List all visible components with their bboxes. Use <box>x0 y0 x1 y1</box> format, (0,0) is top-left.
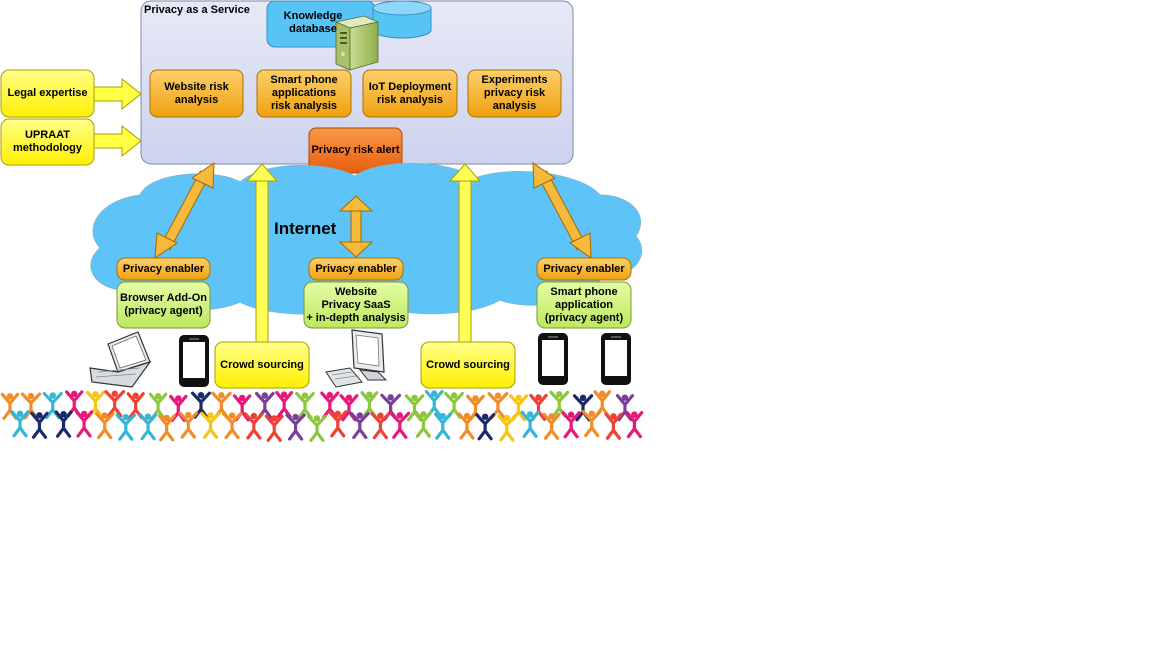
person-figure <box>615 394 634 422</box>
crowd-sourcing-arrow-left <box>245 163 279 343</box>
right-double-arrow <box>532 162 592 260</box>
person-figure <box>414 410 433 438</box>
person-figure <box>433 412 452 440</box>
crowd-sourcing-left-label: Crowd sourcing <box>220 358 304 371</box>
person-figure <box>306 414 328 443</box>
desktop-computer-icon <box>325 329 388 388</box>
person-figure <box>254 391 275 420</box>
crowd-sourcing-arrow-right <box>448 163 482 343</box>
person-figure <box>232 394 252 422</box>
privacy-enabler-left-label: Privacy enabler <box>122 262 205 275</box>
person-figure <box>389 411 411 439</box>
person-figure <box>593 390 612 418</box>
privacy-risk-alert-label: Privacy risk alert <box>311 144 400 156</box>
person-figure <box>497 414 517 442</box>
privacy-risk-alert-box <box>308 127 403 174</box>
person-figure <box>115 413 137 441</box>
person-figure <box>148 392 168 420</box>
smartphone-application-box <box>536 281 632 329</box>
crowd-sourcing-right-box <box>420 341 516 389</box>
person-figure <box>243 412 264 440</box>
browser-addon-box <box>116 281 211 329</box>
person-figure <box>285 413 306 441</box>
person-figure <box>178 411 199 439</box>
person-figure <box>457 412 477 440</box>
person-figure <box>520 410 540 438</box>
person-figure <box>561 411 581 439</box>
person-figure <box>604 412 623 440</box>
privacy-enabler-right-box <box>536 257 632 281</box>
person-figure <box>487 392 509 420</box>
person-figure <box>221 412 243 440</box>
person-figure <box>138 413 158 441</box>
smartphone-application-label: Smart phone application (privacy agent) <box>544 285 624 324</box>
person-figure <box>320 391 340 419</box>
website-privacy-saas-label: Website Privacy SaaS + in-depth analysis <box>306 285 406 324</box>
person-figure <box>275 391 294 419</box>
person-figure <box>157 414 176 442</box>
crowd-of-people <box>0 390 644 443</box>
website-risk-analysis-box <box>149 69 244 118</box>
upraat-methodology-label: UPRAAT methodology <box>12 129 83 154</box>
person-figure <box>370 412 391 440</box>
paas-title: Privacy as a Service <box>144 4 250 16</box>
person-figure <box>581 410 602 438</box>
person-figure <box>625 411 644 439</box>
database-cylinder-icon <box>372 0 432 39</box>
internet-label: Internet <box>274 219 337 238</box>
person-figure <box>295 391 315 420</box>
person-figure <box>549 390 570 418</box>
person-figure <box>54 410 73 438</box>
center-double-arrow <box>338 195 374 258</box>
person-figure <box>211 391 232 419</box>
website-risk-analysis-label: Website risk analysis <box>164 80 229 106</box>
person-figure <box>30 411 49 439</box>
person-figure <box>104 390 126 418</box>
experiments-privacy-risk-analysis-label: Experiments privacy risk analysis <box>481 74 548 112</box>
laptop-icon <box>89 331 152 388</box>
phone-icon-left <box>179 335 209 387</box>
left-double-arrow <box>154 162 215 260</box>
person-figure <box>94 411 115 440</box>
website-privacy-saas-box <box>303 281 409 329</box>
person-figure <box>542 412 561 440</box>
upraat-arrow <box>93 124 142 158</box>
person-figure <box>328 410 348 438</box>
smartphone-apps-risk-analysis-box <box>256 69 352 118</box>
person-figure <box>10 410 30 438</box>
crowd-sourcing-left-box <box>214 341 310 389</box>
iot-deployment-risk-analysis-box <box>362 69 458 118</box>
privacy-enabler-center-label: Privacy enabler <box>315 262 397 275</box>
smartphone-apps-risk-analysis-label: Smart phone applications risk analysis <box>270 74 338 112</box>
phone-icon-right <box>601 333 631 385</box>
person-figure <box>200 411 221 439</box>
privacy-enabler-center-box <box>308 257 404 281</box>
person-figure <box>75 410 94 438</box>
knowledge-database-label: Knowledge database <box>283 10 343 35</box>
browser-addon-label: Browser Add-On (privacy agent) <box>120 292 207 317</box>
privacy-enabler-right-label: Privacy enabler <box>543 262 625 275</box>
experiments-privacy-risk-analysis-box <box>467 69 562 118</box>
crowd-sourcing-right-label: Crowd sourcing <box>426 358 510 371</box>
person-figure <box>475 413 496 441</box>
phone-icon-middle <box>538 333 568 385</box>
legal-expertise-arrow <box>93 77 142 111</box>
legal-expertise-label: Legal expertise <box>7 87 88 99</box>
iot-deployment-risk-analysis-label: IoT Deployment risk analysis <box>368 80 452 106</box>
person-figure <box>264 414 284 442</box>
privacy-enabler-left-box <box>116 257 211 281</box>
person-figure <box>349 411 370 440</box>
person-figure <box>424 390 444 418</box>
server-icon <box>334 15 380 71</box>
